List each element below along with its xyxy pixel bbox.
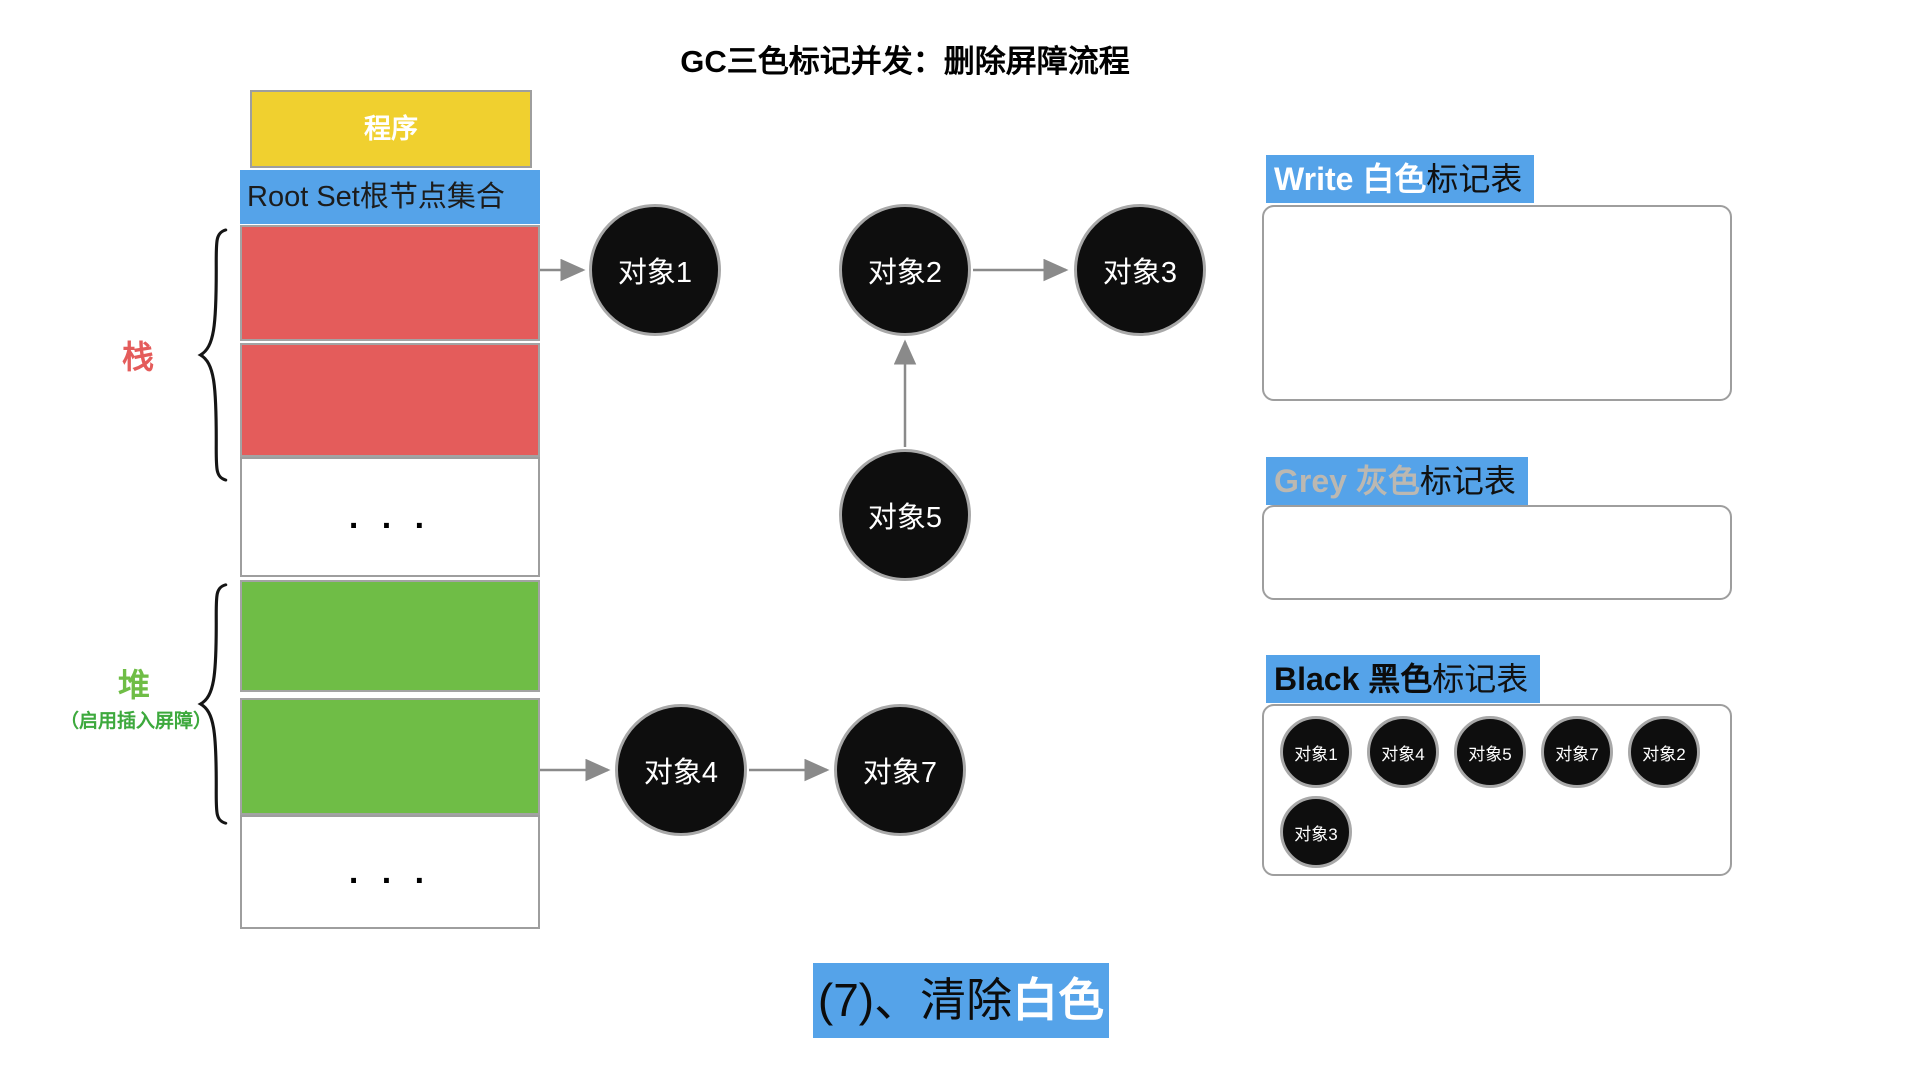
marked-object-node: 对象4 (1367, 716, 1439, 788)
black-table-label: Black 黑色标记表 (1266, 655, 1541, 703)
heap-note: （启用插入屏障） (59, 711, 212, 732)
black-table-label-highlight: Black 黑色 (1274, 661, 1433, 697)
black-table-label-rest: 标记表 (1432, 661, 1529, 697)
program-box: 程序 (250, 90, 532, 168)
graph-node-obj3: 对象3 (1074, 204, 1206, 336)
marked-object-node: 对象3 (1280, 796, 1352, 868)
stack-slot-2 (240, 343, 540, 457)
diagram-title: GC三色标记并发：删除屏障流程 (680, 44, 1130, 79)
grey-table-label: Grey 灰色标记表 (1266, 457, 1528, 505)
step-caption: (7)、清除白色 (813, 963, 1109, 1038)
heap-ellipsis-box: . . . (240, 815, 540, 929)
graph-node-obj2: 对象2 (839, 204, 971, 336)
graph-node-obj1: 对象1 (589, 204, 721, 336)
heap-label: 堆 (117, 667, 150, 703)
white-table-label: Write 白色标记表 (1266, 155, 1535, 203)
stack-label: 栈 (121, 339, 154, 375)
white-table-box (1262, 205, 1732, 401)
root-set-bar: Root Set根节点集合 (240, 170, 540, 224)
graph-node-obj5: 对象5 (839, 449, 971, 581)
heap-slot-2 (240, 698, 540, 815)
graph-node-obj7: 对象7 (834, 704, 966, 836)
heap-curly-brace-icon (197, 583, 228, 825)
step-caption-highlight: 白色 (1012, 974, 1105, 1026)
stack-slot-1 (240, 225, 540, 341)
stack-ellipsis-box: . . . (240, 457, 540, 577)
grey-table-label-rest: 标记表 (1419, 463, 1516, 499)
marked-object-node: 对象7 (1541, 716, 1613, 788)
grey-table-label-highlight: Grey 灰色 (1274, 463, 1420, 499)
grey-table-box (1262, 505, 1732, 600)
white-table-label-highlight: Write 白色 (1274, 161, 1427, 197)
graph-node-obj4: 对象4 (615, 704, 747, 836)
marked-object-node: 对象5 (1454, 716, 1526, 788)
white-table-label-rest: 标记表 (1426, 161, 1523, 197)
heap-slot-1 (240, 580, 540, 692)
stack-curly-brace-icon (197, 228, 228, 482)
marked-object-node: 对象1 (1280, 716, 1352, 788)
marked-object-node: 对象2 (1628, 716, 1700, 788)
step-caption-text: (7)、清除 (817, 974, 1013, 1026)
